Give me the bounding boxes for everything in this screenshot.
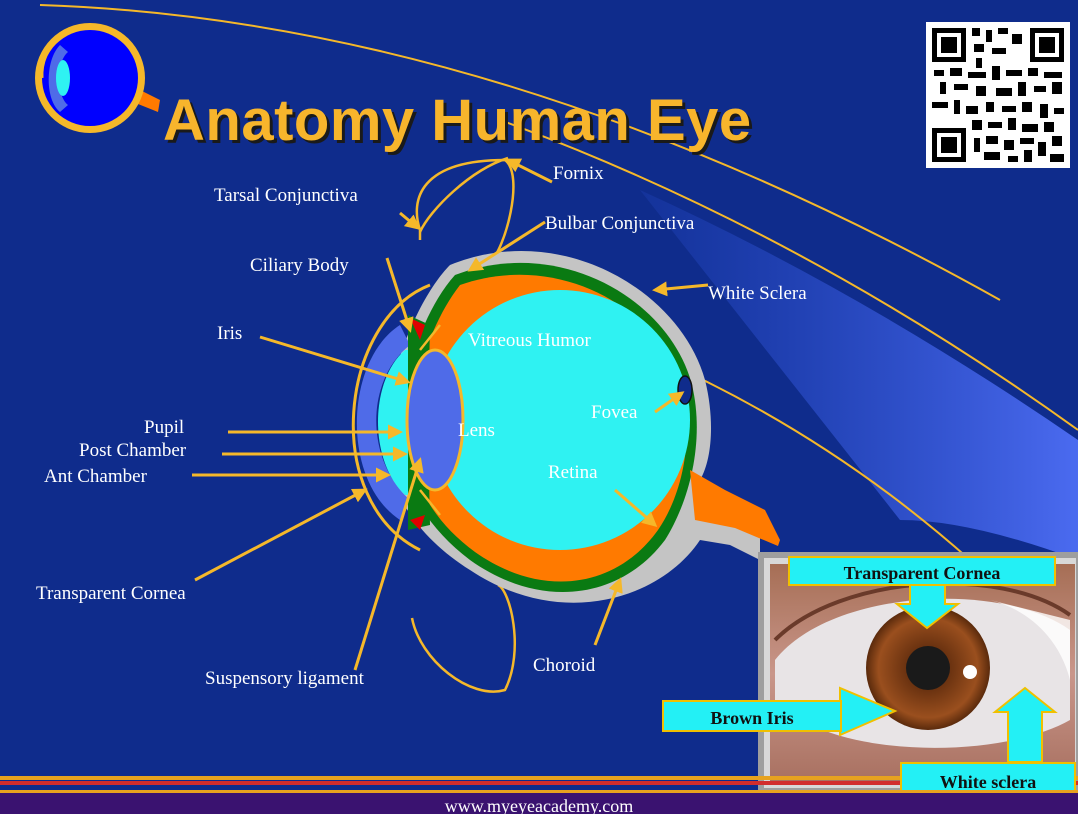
label-bulbar-conjunctiva: Bulbar Conjunctiva	[545, 214, 694, 233]
lower-eyelid	[412, 585, 515, 692]
page-title: Anatomy Human Eye	[163, 92, 752, 150]
label-vitreous-humor: Vitreous Humor	[468, 331, 591, 350]
fovea-pit	[678, 376, 692, 404]
label-choroid: Choroid	[533, 656, 595, 675]
footer-url: www.myeyeacademy.com	[0, 797, 1078, 814]
label-fovea: Fovea	[591, 403, 637, 422]
label-ant-chamber: Ant Chamber	[44, 467, 147, 486]
label-fornix: Fornix	[553, 164, 604, 183]
footer-bar: www.myeyeacademy.com	[0, 790, 1078, 814]
eye-logo-icon	[35, 23, 160, 133]
arrow-ciliary	[387, 258, 410, 330]
callout-transparent-cornea: Transparent Cornea	[788, 556, 1056, 586]
arrow-sclera	[655, 285, 708, 290]
label-lens: Lens	[458, 421, 495, 440]
label-white-sclera: White Sclera	[708, 284, 807, 303]
label-transparent-cornea: Transparent Cornea	[36, 584, 186, 603]
label-pupil: Pupil	[144, 418, 184, 437]
arrow-fornix	[508, 160, 552, 182]
arrow-cornea	[195, 490, 365, 580]
upper-eyelid	[417, 160, 514, 262]
label-suspensory-ligament: Suspensory ligament	[205, 669, 364, 688]
label-post-chamber: Post Chamber	[79, 441, 186, 460]
callout-brown-iris: Brown Iris	[662, 700, 842, 732]
label-ciliary-body: Ciliary Body	[250, 256, 349, 275]
qr-code-icon	[926, 22, 1070, 168]
upper-lid-outline	[420, 158, 508, 232]
label-iris: Iris	[217, 324, 242, 343]
label-retina: Retina	[548, 463, 598, 482]
arrow-tarsal	[400, 213, 418, 228]
label-tarsal-conjunctiva: Tarsal Conjunctiva	[214, 186, 358, 205]
lens-shape	[407, 350, 463, 490]
